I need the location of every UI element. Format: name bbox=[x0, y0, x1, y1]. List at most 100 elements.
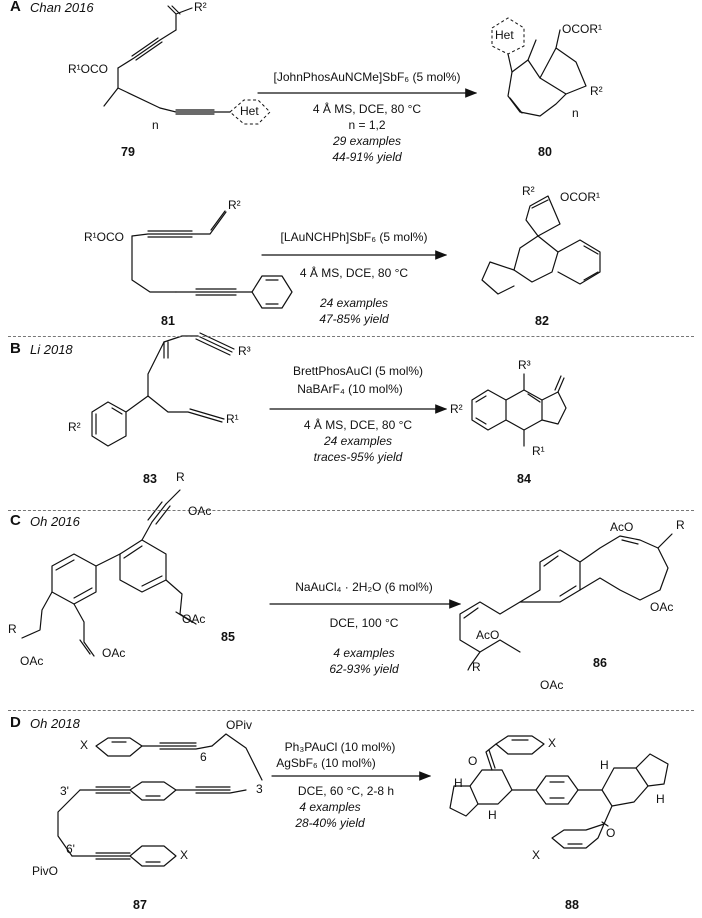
label-c-prod-oac-right: OAc bbox=[650, 600, 674, 614]
compound-number-86: 86 bbox=[593, 656, 607, 670]
structure-81 bbox=[131, 210, 293, 309]
structure-79 bbox=[103, 5, 271, 125]
structure-82 bbox=[481, 195, 601, 295]
label-d-prod-o-top: O bbox=[468, 754, 478, 768]
label-b-sub-r1: R¹ bbox=[226, 412, 239, 426]
examples-d: 4 examples bbox=[299, 800, 361, 814]
label-a-prod-n: n bbox=[572, 106, 579, 120]
label-d-prod-o-bot: O bbox=[606, 826, 616, 840]
examples-a2: 24 examples bbox=[319, 296, 389, 310]
separator-c-d bbox=[8, 710, 694, 711]
conditions-a2: 4 Å MS, DCE, 80 °C bbox=[299, 266, 409, 280]
label-c-sub-oac-top: OAc bbox=[188, 504, 212, 518]
label-a-prod-r2: R² bbox=[590, 84, 603, 98]
label-a-sub-n: n bbox=[152, 118, 159, 132]
catalyst-c: NaAuCl₄ · 2H₂O (6 mol%) bbox=[295, 580, 433, 594]
label-a-prod-het: Het bbox=[495, 28, 514, 42]
yield-d: 28-40% yield bbox=[295, 816, 365, 830]
label-a-sub-r2: R² bbox=[194, 0, 207, 14]
label-b-sub-r2: R² bbox=[68, 420, 81, 434]
yield-c: 62-93% yield bbox=[329, 662, 399, 676]
compound-number-84: 84 bbox=[517, 472, 531, 486]
structure-83 bbox=[91, 332, 235, 447]
label-c-prod-aco-left: AcO bbox=[476, 628, 500, 642]
additive-b: NaBArF₄ (10 mol%) bbox=[297, 382, 403, 396]
structure-85 bbox=[21, 489, 197, 657]
panel-source-a: Chan 2016 bbox=[30, 0, 94, 15]
label-d-prod-h1: H bbox=[454, 776, 463, 790]
panel-source-d: Oh 2018 bbox=[30, 716, 80, 731]
catalyst-b: BrettPhosAuCl (5 mol%) bbox=[292, 364, 424, 378]
examples-b: 24 examples bbox=[323, 434, 393, 448]
compound-number-87: 87 bbox=[133, 898, 147, 912]
compound-number-79: 79 bbox=[121, 145, 135, 159]
structure-80 bbox=[491, 17, 587, 117]
structure-88 bbox=[449, 735, 669, 849]
compound-number-88: 88 bbox=[565, 898, 579, 912]
yield-a2: 47-85% yield bbox=[319, 312, 389, 326]
label-a-prod-ocor: OCOR¹ bbox=[562, 22, 602, 36]
label-d-prod-h2: H bbox=[488, 808, 497, 822]
label-a2-sub-r2: R² bbox=[228, 198, 241, 212]
compound-number-81: 81 bbox=[161, 314, 175, 328]
panel-source-b: Li 2018 bbox=[30, 342, 73, 357]
label-d-sub-opiv: OPiv bbox=[226, 718, 253, 732]
conditions-b: 4 Å MS, DCE, 80 °C bbox=[303, 418, 413, 432]
compound-number-80: 80 bbox=[538, 145, 552, 159]
panel-letter-d: D bbox=[10, 714, 21, 731]
label-c-prod-oac-bot: OAc bbox=[540, 678, 564, 692]
structure-86 bbox=[459, 533, 673, 671]
structure-84 bbox=[471, 373, 567, 447]
label-a2-sub-ester: R¹OCO bbox=[84, 230, 124, 244]
conditions-a1-n: n = 1,2 bbox=[348, 118, 386, 132]
compound-number-83: 83 bbox=[143, 472, 157, 486]
label-a-sub-ester: R¹OCO bbox=[68, 62, 108, 76]
label-c-sub-r-top: R bbox=[176, 470, 185, 484]
label-a-sub-het: Het bbox=[240, 104, 259, 118]
label-d-sub-x-top: X bbox=[80, 738, 89, 752]
additive-d: AgSbF₆ (10 mol%) bbox=[276, 756, 376, 770]
label-b-sub-r3: R³ bbox=[238, 344, 251, 358]
catalyst-d: Ph₃PAuCl (10 mol%) bbox=[284, 740, 396, 754]
label-c-sub-r-left: R bbox=[8, 622, 17, 636]
yield-b: traces-95% yield bbox=[313, 450, 403, 464]
label-c-prod-r-top: R bbox=[676, 518, 685, 532]
label-d-sub-3: 3 bbox=[256, 782, 263, 796]
structure-87 bbox=[57, 733, 263, 867]
label-d-prod-h3: H bbox=[600, 758, 609, 772]
panel-source-c: Oh 2016 bbox=[30, 514, 80, 529]
separator-b-c bbox=[8, 510, 694, 511]
catalyst-a2: [LAuNCHPh]SbF₆ (5 mol%) bbox=[280, 230, 428, 244]
yield-a1: 44-91% yield bbox=[332, 150, 402, 164]
conditions-c: DCE, 100 °C bbox=[329, 616, 399, 630]
conditions-a1: 4 Å MS, DCE, 80 °C bbox=[312, 102, 422, 116]
label-d-sub-pivo: PivO bbox=[32, 864, 59, 878]
examples-a1: 29 examples bbox=[332, 134, 402, 148]
label-d-sub-6: 6 bbox=[200, 750, 207, 764]
label-c-prod-r-left: R bbox=[472, 660, 481, 674]
label-c-sub-oac-bot: OAc bbox=[102, 646, 126, 660]
compound-number-85: 85 bbox=[221, 630, 235, 644]
label-b-prod-r2: R² bbox=[450, 402, 463, 416]
separator-a-b bbox=[8, 336, 694, 337]
label-c-sub-oac-left: OAc bbox=[20, 654, 44, 668]
label-c-prod-aco-top: AcO bbox=[610, 520, 634, 534]
panel-letter-a: A bbox=[10, 0, 21, 15]
label-d-sub-3p: 3' bbox=[60, 784, 69, 798]
label-d-sub-x-bot: X bbox=[180, 848, 189, 862]
compound-number-82: 82 bbox=[535, 314, 549, 328]
label-d-prod-h4: H bbox=[656, 792, 665, 806]
panel-letter-b: B bbox=[10, 340, 21, 357]
label-d-prod-x-top: X bbox=[548, 736, 557, 750]
label-d-prod-x-bot: X bbox=[532, 848, 541, 862]
conditions-d: DCE, 60 °C, 2-8 h bbox=[297, 784, 395, 798]
catalyst-a1: [JohnPhosAuNCMe]SbF₆ (5 mol%) bbox=[273, 70, 461, 84]
label-b-prod-r1: R¹ bbox=[532, 444, 545, 458]
label-d-sub-6p: 6' bbox=[66, 842, 75, 856]
panel-letter-c: C bbox=[10, 512, 21, 529]
label-c-sub-oac-mid: OAc bbox=[182, 612, 206, 626]
label-b-prod-r3: R³ bbox=[518, 358, 531, 372]
label-a2-prod-ocor: OCOR¹ bbox=[560, 190, 600, 204]
label-a2-prod-r2: R² bbox=[522, 184, 535, 198]
